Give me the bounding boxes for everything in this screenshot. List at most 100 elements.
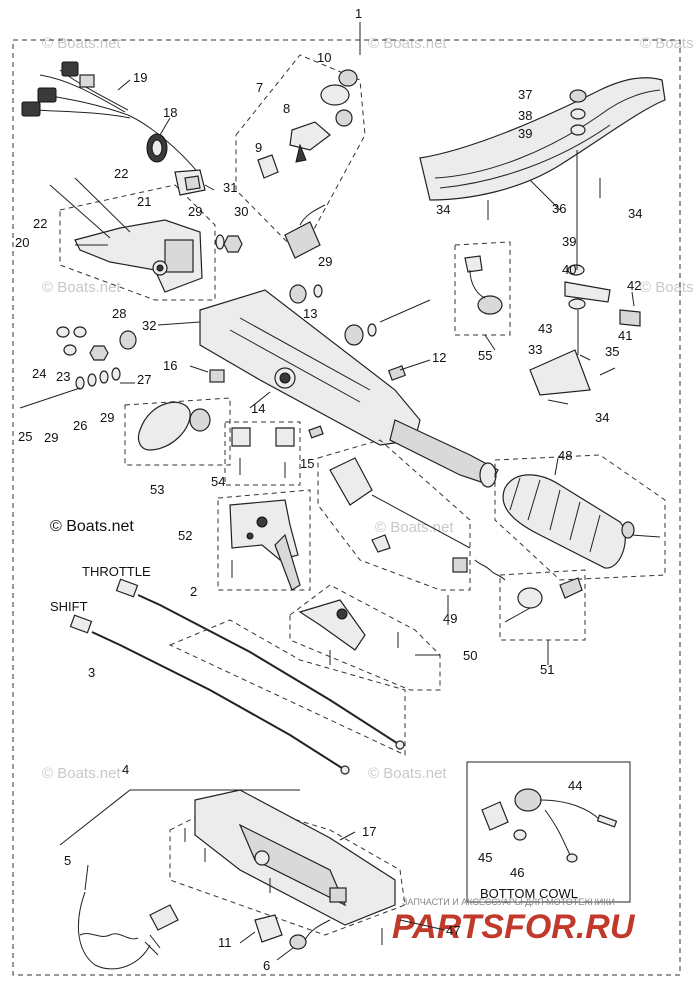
watermark: © Boats.net (368, 765, 447, 782)
group-outline-7 (235, 54, 366, 256)
callout-6: 6 (263, 958, 270, 973)
clip-31 (174, 169, 206, 196)
footer-brand-name: PARTSFOR.RU (392, 908, 636, 946)
mount-33-43 (529, 264, 641, 405)
callout-40: 40 (562, 262, 576, 277)
watermark: © Boats.net (640, 279, 695, 296)
callout-31: 31 (223, 180, 237, 195)
callout-1: 1 (355, 6, 362, 21)
watermark: © Boats.net (640, 35, 695, 52)
washer-nut-29-30 (215, 234, 243, 253)
callout-29: 29 (188, 204, 202, 219)
cap-53 (137, 401, 211, 451)
callout-49: 49 (443, 611, 457, 626)
callout-36: 36 (552, 201, 566, 216)
callout-44: 44 (568, 778, 582, 793)
callout-9: 9 (255, 140, 262, 155)
callout-28: 28 (112, 306, 126, 321)
callout-18: 18 (163, 105, 177, 120)
bolt-long (379, 299, 431, 323)
callout-42: 42 (627, 278, 641, 293)
key-switch-group (257, 69, 358, 259)
throttle-grip-48 (502, 474, 661, 569)
callout-22: 22 (33, 216, 47, 231)
callout-26: 26 (73, 418, 87, 433)
copyright-label: © Boats.net (50, 518, 134, 535)
callout-16: 16 (163, 358, 177, 373)
callout-15: 15 (300, 456, 314, 471)
callout-29: 29 (100, 410, 114, 425)
bracket-52 (229, 499, 301, 591)
callout-52: 52 (178, 528, 192, 543)
callout-51: 51 (540, 662, 554, 677)
cable-route-outline (168, 619, 406, 756)
assembly-outline (12, 39, 681, 976)
callout-27: 27 (137, 372, 151, 387)
watermark: © Boats.net (42, 279, 121, 296)
callout-23: 23 (56, 369, 70, 384)
leader-4 (59, 789, 300, 846)
group-outline-54 (224, 421, 301, 486)
callout-37: 37 (518, 87, 532, 102)
group-outline-52 (217, 489, 311, 591)
callout-35: 35 (605, 344, 619, 359)
leader-lines (75, 22, 591, 961)
group-outline-55 (454, 241, 511, 336)
sensor-55 (464, 255, 503, 315)
callout-32: 32 (142, 318, 156, 333)
group-outline-49 (317, 439, 471, 591)
callout-13: 13 (303, 306, 317, 321)
group-outline-50 (289, 584, 441, 691)
callout-4: 4 (122, 762, 129, 777)
callout-54: 54 (211, 474, 225, 489)
callout-24: 24 (32, 366, 46, 381)
callout-2: 2 (190, 584, 197, 599)
footer-tagline: ЗАПЧАСТИ И АКСЕССУАРЫ ДЛЯ МОТОТЕХНИКИ (402, 897, 615, 907)
callout-39: 39 (562, 234, 576, 249)
callout-47: 47 (446, 923, 460, 938)
callout-14: 14 (251, 401, 265, 416)
watermark: © Boats.net (42, 35, 121, 52)
lower-bracket-17 (184, 789, 396, 945)
shift-cable-3 (69, 614, 350, 775)
callout-29: 29 (318, 254, 332, 269)
group-outline-20 (59, 184, 216, 301)
callout-43: 43 (538, 321, 552, 336)
callout-46: 46 (510, 865, 524, 880)
group-outline-53 (124, 397, 231, 466)
watermark: © Boats.net (375, 519, 454, 536)
throttle-caption: THROTTLE (82, 564, 151, 579)
footer-brand: ЗАПЧАСТИ И АКСЕССУАРЫ ДЛЯ МОТОТЕХНИКИ PA… (392, 897, 636, 946)
callout-48: 48 (558, 448, 572, 463)
clips-54 (231, 427, 295, 478)
callout-10: 10 (317, 50, 331, 65)
callout-11: 11 (218, 935, 232, 950)
callout-39: 39 (518, 126, 532, 141)
callout-22: 22 (114, 166, 128, 181)
callout-41: 41 (618, 328, 632, 343)
callout-34: 34 (628, 206, 642, 221)
shaft-49 (329, 457, 506, 581)
watermark-layer: © Boats.net © Boats.net © Boats.net © Boats… (42, 35, 695, 782)
callout-34: 34 (436, 202, 450, 217)
callout-12: 12 (432, 350, 446, 365)
bracket-21 (49, 177, 203, 293)
callout-50: 50 (463, 648, 477, 663)
bottom-cowl-inset (466, 761, 631, 903)
bottom-cowl-caption: BOTTOM COWL (480, 886, 578, 901)
handle-bar-36 (419, 77, 666, 220)
group-outline-51 (499, 569, 586, 641)
callout-20: 20 (15, 235, 29, 250)
tiller-handle-body (199, 289, 499, 488)
link-50 (298, 599, 399, 665)
bushing-28 (119, 284, 377, 350)
callout-7: 7 (256, 80, 263, 95)
callout-33: 33 (528, 342, 542, 357)
stop-switch-11-6 (254, 914, 331, 950)
shift-caption: SHIFT (50, 599, 88, 614)
callout-55: 55 (478, 348, 492, 363)
watermark: © Boats.net (368, 35, 447, 52)
